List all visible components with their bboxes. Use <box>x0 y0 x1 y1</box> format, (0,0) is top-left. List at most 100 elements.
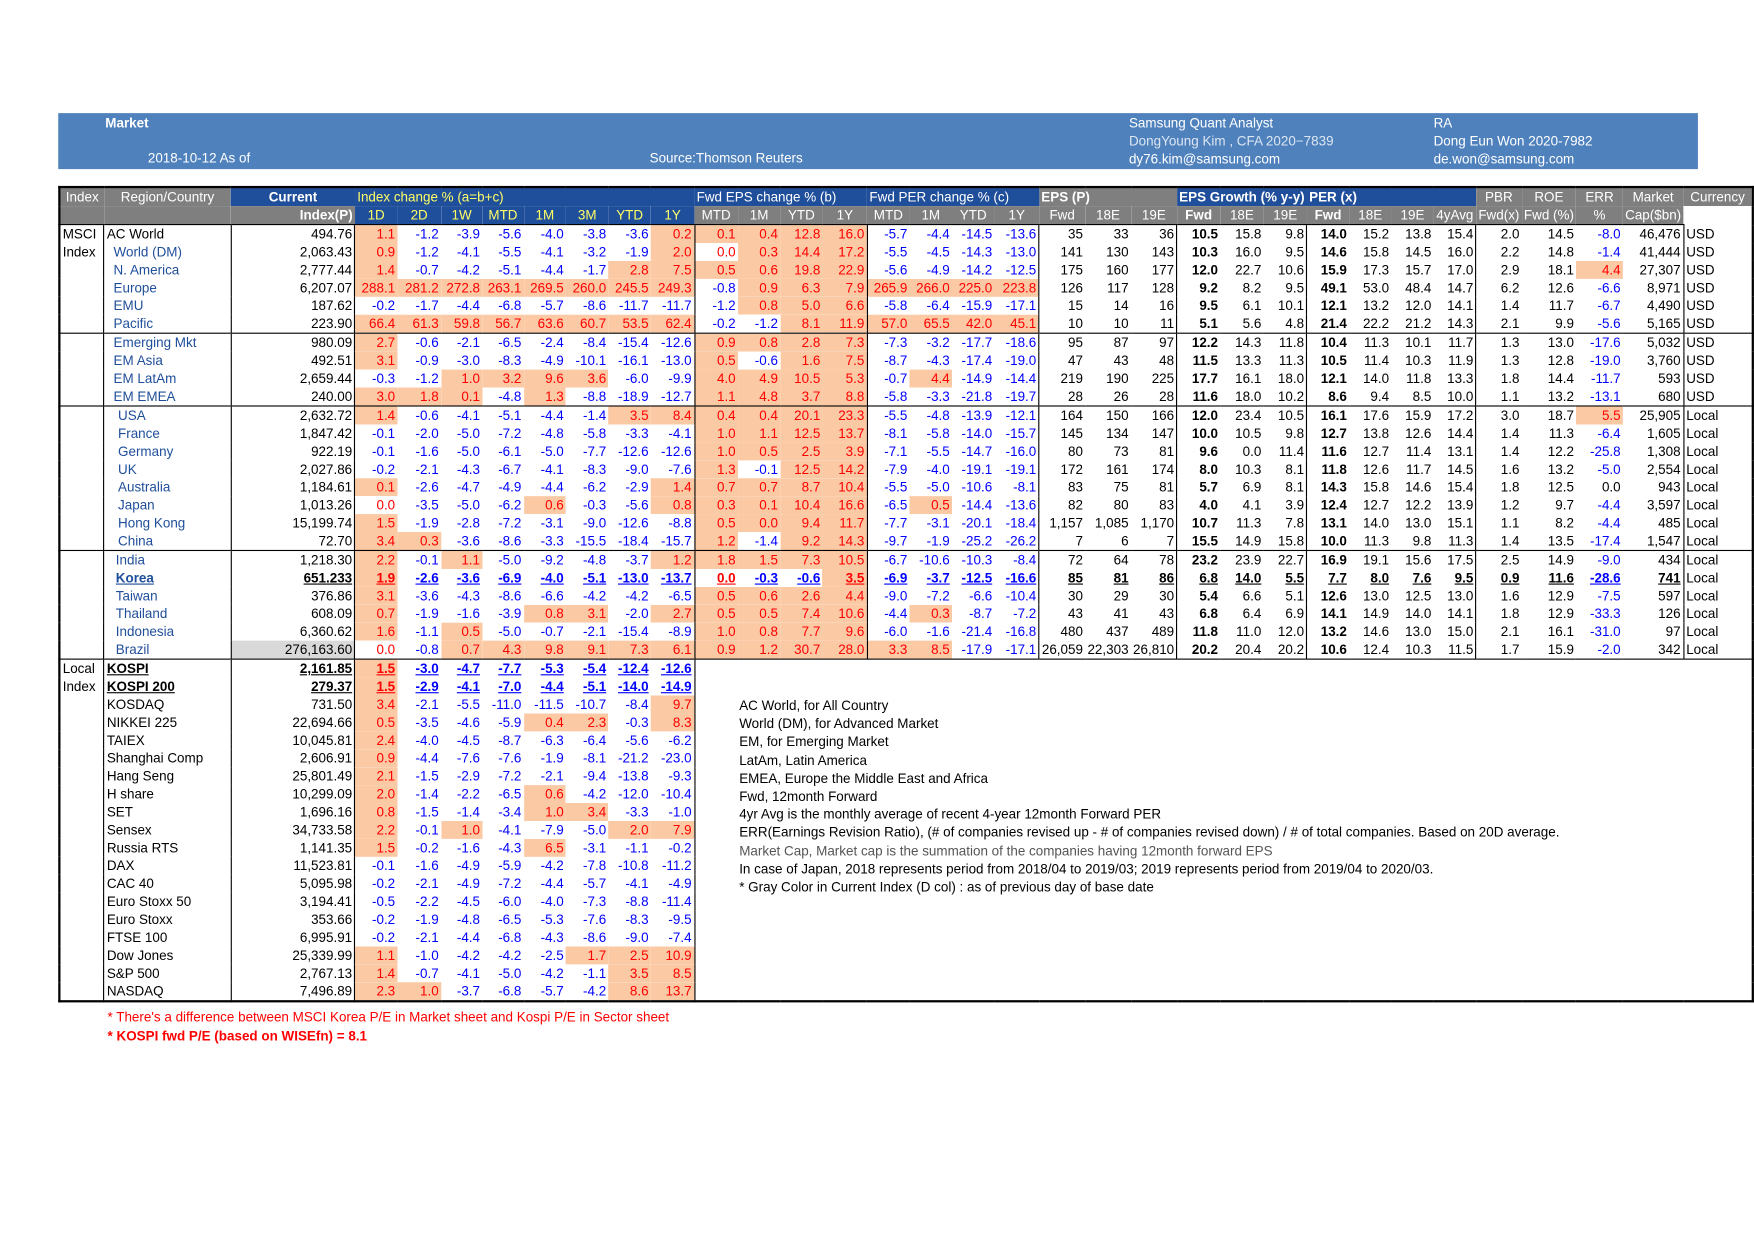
value-cell: -14.5 <box>961 226 993 242</box>
value-cell: 23.4 <box>1220 405 1264 425</box>
value-cell: 8.5 <box>909 640 953 660</box>
value-cell: 12.0 <box>1405 297 1432 314</box>
value-cell: 1,308 <box>1622 442 1684 461</box>
value-cell: -0.6 <box>754 352 778 369</box>
value-cell: 190 <box>1106 370 1129 387</box>
region-cell: Korea <box>104 568 232 587</box>
current-index-cell: 6,995.91 <box>230 928 356 947</box>
value-cell: -3.3 <box>926 388 950 405</box>
value-cell: -10.7 <box>575 696 607 713</box>
value-cell: -4.8 <box>566 549 609 569</box>
value-cell: -7.7 <box>583 443 607 460</box>
region-cell: SET <box>104 803 232 821</box>
value-cell: 6.5 <box>523 838 567 857</box>
value-cell: -3.3 <box>625 804 649 820</box>
value-cell: -7.2 <box>498 425 522 442</box>
value-cell: 63.6 <box>523 314 567 334</box>
value-cell: -8.7 <box>969 605 993 622</box>
value-cell: -4.8 <box>909 405 953 425</box>
value-cell: -8.4 <box>994 549 1040 569</box>
region-cell: Euro Stoxx <box>104 910 232 929</box>
blank-filler <box>694 928 1752 946</box>
value-cell: 62.4 <box>650 314 695 334</box>
value-cell: 1.0 <box>523 803 567 821</box>
region-cell: Germany <box>104 442 232 461</box>
value-cell: -2.2 <box>415 893 439 910</box>
value-cell: -1.2 <box>415 226 439 242</box>
value-cell: 10.7 <box>1191 515 1219 531</box>
value-cell: -8.3 <box>583 461 607 478</box>
value-cell: USD <box>1686 315 1715 332</box>
value-cell: 26,059 <box>1041 641 1083 658</box>
hdr-roe: ROE <box>1521 186 1577 207</box>
hdr-sub-15: YTD <box>952 206 995 226</box>
region-cell: Brazil <box>104 640 232 660</box>
value-cell: 11.3 <box>1349 332 1392 352</box>
value-cell: -1.6 <box>415 443 439 460</box>
value-cell: 14.6 <box>1362 623 1390 640</box>
value-cell: -2.1 <box>440 332 483 352</box>
value-cell: 14.9 <box>1235 533 1262 549</box>
value-cell: 1.1 <box>440 549 483 569</box>
value-cell: 14.6 <box>1405 479 1432 496</box>
value-cell: 6.8 <box>1199 605 1219 622</box>
value-cell: -10.4 <box>650 785 695 804</box>
region-cell: Euro Stoxx 50 <box>104 892 232 911</box>
report-header: Market 2018-10-12 As of Source:Thomson R… <box>58 113 1698 170</box>
value-cell: -4.9 <box>456 857 481 874</box>
value-cell: Local <box>1686 425 1719 442</box>
value-cell: -3.1 <box>583 840 607 856</box>
value-cell: 0.8 <box>650 496 695 515</box>
value-cell: -3.1 <box>926 515 950 531</box>
value-cell: 47 <box>1068 352 1083 369</box>
value-cell: -6.5 <box>884 497 908 513</box>
current-index-cell: 15,199.74 <box>230 514 356 532</box>
value-cell: 27,307 <box>1622 260 1684 279</box>
value-cell: 16.0 <box>822 224 868 244</box>
hdr-pbr: PBR <box>1476 186 1522 207</box>
value-cell: -5.5 <box>884 244 908 260</box>
value-cell: 128 <box>1130 278 1178 297</box>
value-cell: -5.7 <box>884 226 908 242</box>
value-cell: 17.3 <box>1362 262 1390 278</box>
value-cell: -5.7 <box>540 297 564 314</box>
value-cell: 15.9 <box>1547 641 1574 658</box>
value-cell: 33 <box>1113 226 1129 242</box>
value-cell: 0.3 <box>694 496 738 515</box>
value-cell: 13.1 <box>1433 442 1477 461</box>
value-cell: 0.5 <box>440 622 483 641</box>
value-cell: 0.5 <box>694 514 738 532</box>
value-cell: -9.4 <box>583 768 607 784</box>
value-cell: 53.5 <box>608 314 651 334</box>
value-cell: 23.9 <box>1220 549 1264 569</box>
value-cell: 72 <box>1039 549 1086 569</box>
value-cell: 1.0 <box>440 369 483 388</box>
value-cell: -33.3 <box>1589 605 1621 622</box>
value-cell: -1.4 <box>754 533 778 549</box>
hdr-sub-24: 18E <box>1349 206 1392 226</box>
as-of-date: 2018-10-12 As of <box>147 150 251 166</box>
value-cell: 2.2 <box>354 820 398 839</box>
value-cell: -7.1 <box>884 443 908 460</box>
value-cell: 1.4 <box>1500 425 1520 442</box>
index-group-cell <box>59 549 105 569</box>
hdr-sub-22: 19E <box>1263 206 1307 226</box>
value-cell: 7.5 <box>650 260 695 279</box>
value-cell: 11.4 <box>1406 443 1432 460</box>
value-cell: -9.0 <box>884 588 908 604</box>
value-cell: -6.8 <box>498 297 522 314</box>
value-cell: 10.5 <box>780 369 823 388</box>
index-group-cell <box>59 767 105 786</box>
value-cell: 1.4 <box>354 405 398 425</box>
value-cell: 59.8 <box>440 314 483 334</box>
value-cell: -1.4 <box>566 405 609 425</box>
value-cell: -25.2 <box>961 533 993 549</box>
value-cell: -5.6 <box>625 497 649 513</box>
index-group-cell <box>59 314 105 334</box>
